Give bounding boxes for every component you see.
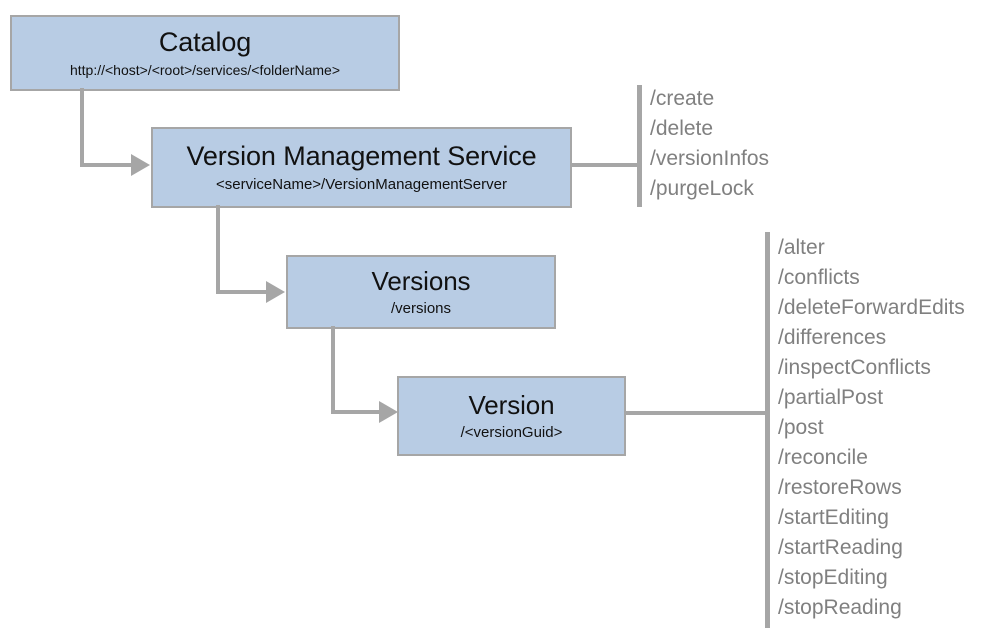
node-versions[interactable]: Versions /versions — [286, 255, 556, 329]
operation-item[interactable]: /reconcile — [778, 446, 868, 469]
connector-vms-to-versions-vertical — [216, 205, 220, 294]
operation-item[interactable]: /create — [650, 87, 715, 110]
node-version-management-service[interactable]: Version Management Service <serviceName>… — [151, 127, 572, 208]
arrowhead-icon-vms-to-versions — [266, 281, 285, 303]
operation-item[interactable]: /startReading — [778, 536, 903, 559]
operation-item[interactable]: /partialPost — [778, 386, 884, 409]
connector-versions-to-version-vertical — [331, 326, 335, 414]
node-catalog-title: Catalog — [158, 26, 252, 57]
operation-item[interactable]: /alter — [778, 236, 825, 259]
connector-vms-to-versions-horizontal — [216, 290, 268, 294]
operation-item[interactable]: /post — [778, 416, 824, 439]
operation-item[interactable]: /stopReading — [778, 596, 902, 619]
node-versions-title: Versions — [371, 265, 471, 296]
node-version-management-service-title: Version Management Service — [186, 140, 537, 171]
node-version-subtitle: /<versionGuid> — [460, 423, 563, 441]
arrowhead-icon-versions-to-version — [379, 401, 398, 423]
operation-item[interactable]: /stopEditing — [778, 566, 888, 589]
operations-list-vms: /create /delete /versionInfos /purgeLock — [650, 84, 769, 204]
operations-bar-vms — [637, 85, 642, 207]
operation-item[interactable]: /delete — [650, 117, 714, 140]
arrowhead-icon-catalog-to-vms — [131, 154, 150, 176]
operation-item[interactable]: /differences — [778, 326, 887, 349]
operation-item[interactable]: /startEditing — [778, 506, 889, 529]
connector-version-to-operations — [624, 411, 767, 415]
connector-vms-to-operations — [570, 163, 639, 167]
connector-catalog-to-vms-horizontal — [80, 163, 133, 167]
connector-versions-to-version-horizontal — [331, 410, 381, 414]
operations-bar-version — [765, 232, 770, 628]
operation-item[interactable]: /purgeLock — [650, 177, 754, 200]
operation-item[interactable]: /restoreRows — [778, 476, 902, 499]
operation-item[interactable]: /inspectConflicts — [778, 356, 931, 379]
node-version-management-service-subtitle: <serviceName>/VersionManagementServer — [216, 175, 507, 193]
operation-item[interactable]: /deleteForwardEdits — [778, 296, 965, 319]
node-version-title: Version — [468, 389, 555, 420]
node-catalog[interactable]: Catalog http://<host>/<root>/services/<f… — [10, 15, 400, 91]
node-version[interactable]: Version /<versionGuid> — [397, 376, 626, 456]
operations-list-version: /alter /conflicts /deleteForwardEdits /d… — [778, 233, 965, 623]
operation-item[interactable]: /conflicts — [778, 266, 860, 289]
node-catalog-subtitle: http://<host>/<root>/services/<folderNam… — [69, 62, 341, 79]
node-versions-subtitle: /versions — [390, 299, 452, 317]
connector-catalog-to-vms-vertical — [80, 88, 84, 167]
operation-item[interactable]: /versionInfos — [650, 147, 770, 170]
